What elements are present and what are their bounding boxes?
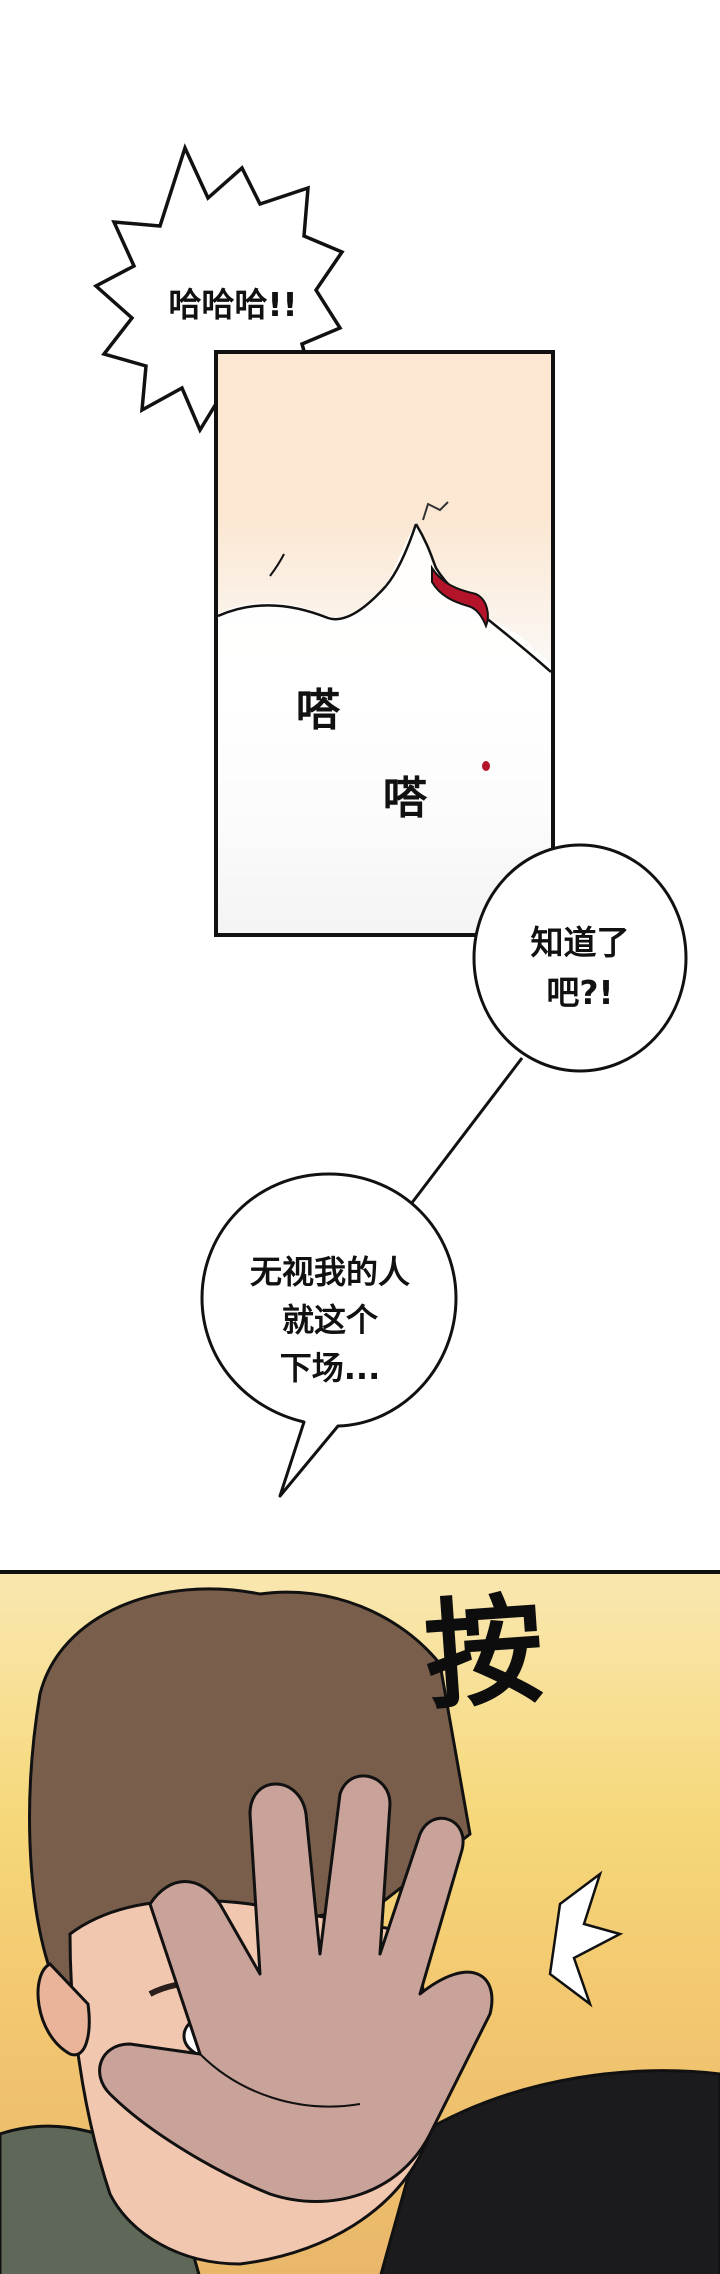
laugh-text: 哈哈哈!! — [168, 285, 298, 324]
know-line-2: 吧?! — [546, 973, 614, 1012]
drip-sfx-2: 嗒 — [383, 773, 428, 824]
round-speech-bubble-ignore — [200, 1172, 458, 1498]
panel-head-grab: 按 — [0, 1570, 720, 2274]
ignore-line-2: 就这个 — [281, 1301, 378, 1339]
panel-blood-drip: 嗒 嗒 — [214, 350, 555, 937]
round-speech-bubble-know — [472, 843, 688, 1073]
drip-sfx-1: 嗒 — [296, 685, 341, 736]
grab-sfx: 按 — [420, 1580, 548, 1726]
bubble-connector — [406, 1057, 524, 1209]
ignore-line-1: 无视我的人 — [249, 1253, 410, 1291]
know-line-1: 知道了 — [530, 923, 630, 962]
chin-illustration — [218, 501, 551, 933]
ignore-line-3: 下场... — [279, 1349, 381, 1387]
know-text: 知道了 吧?! — [490, 918, 670, 1018]
ignore-text: 无视我的人 就这个 下场... — [210, 1248, 450, 1392]
head-grab-illustration — [0, 1587, 720, 2274]
